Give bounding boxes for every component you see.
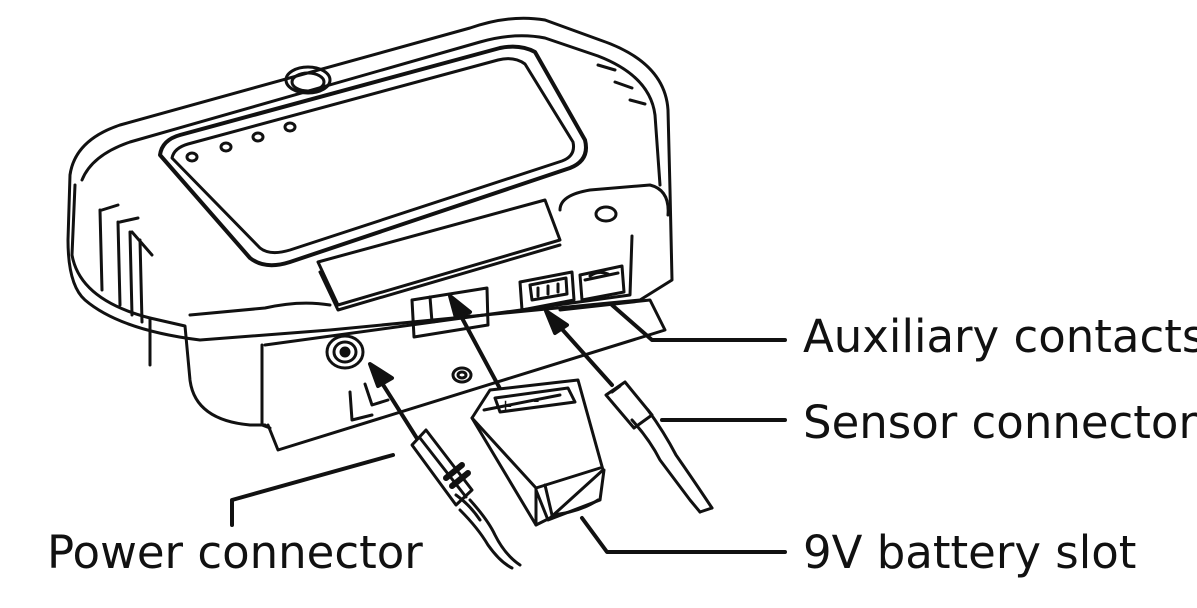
callout-lines bbox=[230, 303, 787, 554]
connector-panel bbox=[260, 198, 634, 430]
led-3-icon bbox=[251, 131, 265, 143]
battery-9v bbox=[470, 378, 606, 527]
led-4-icon bbox=[283, 121, 297, 133]
leader-power bbox=[230, 453, 395, 527]
power-plug bbox=[410, 428, 522, 570]
battery-plus-mark: + bbox=[498, 396, 514, 417]
insertion-arrows bbox=[368, 294, 614, 442]
mounting-plate bbox=[266, 298, 667, 452]
label-power-connector: Power connector bbox=[47, 526, 423, 579]
label-sensor-connector: Sensor connector bbox=[803, 396, 1197, 449]
power-jack bbox=[325, 334, 365, 370]
label-battery-slot: 9V battery slot bbox=[803, 526, 1137, 579]
leader-battery bbox=[580, 516, 787, 554]
battery-minus-mark: - bbox=[533, 390, 540, 411]
label-auxiliary-contacts: Auxiliary contacts bbox=[803, 310, 1197, 363]
aux-terminal bbox=[578, 264, 626, 302]
display-panel bbox=[158, 44, 588, 268]
led-2-icon bbox=[219, 141, 233, 153]
sensor-plug bbox=[604, 380, 714, 514]
led-1-icon bbox=[185, 151, 199, 163]
leader-aux bbox=[610, 303, 787, 342]
sensor-socket bbox=[518, 270, 576, 312]
